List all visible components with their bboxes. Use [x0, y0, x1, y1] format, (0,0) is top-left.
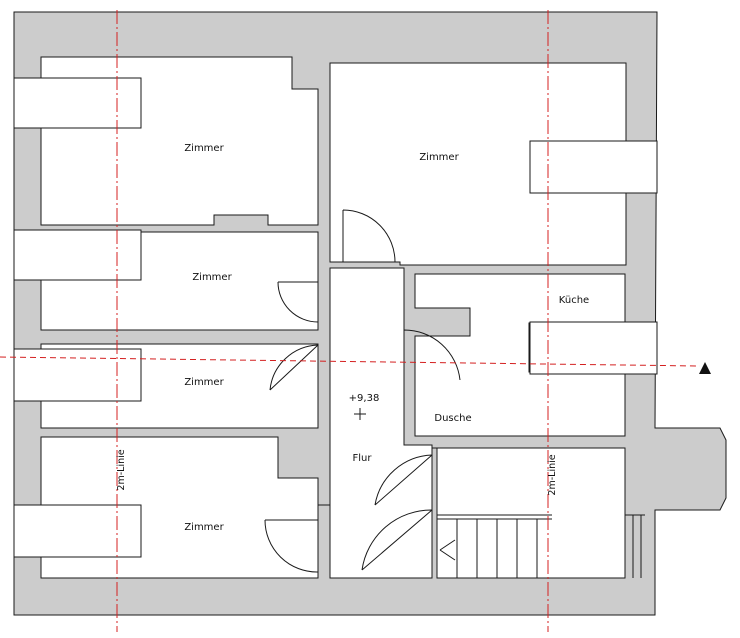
window-e1: [529, 140, 658, 194]
window-e2: [529, 321, 658, 375]
windows: [13, 77, 658, 558]
door-swing-6: [374, 454, 433, 506]
doors: [264, 209, 461, 573]
window-w4: [13, 504, 142, 558]
label-kueche: Küche: [559, 295, 589, 306]
label-flur: Flur: [353, 453, 373, 464]
label-elevation: +9,38: [349, 393, 380, 404]
window-w1: [13, 77, 142, 129]
room-zimmer-5-floor: [329, 62, 627, 266]
window-w2: [13, 229, 142, 281]
label-two-m-line-left: 2m-Linie: [116, 449, 127, 490]
section-marker-icon: [699, 362, 711, 374]
elevation-marker-icon: [354, 408, 366, 420]
room-floors: [40, 56, 627, 579]
label-zimmer-1: Zimmer: [184, 143, 224, 154]
window-w3: [13, 348, 142, 402]
room-flur-floor: [329, 267, 433, 579]
staircase: [437, 514, 645, 578]
room-stair-floor: [436, 447, 626, 579]
door-swing-7: [361, 509, 433, 571]
label-zimmer-4: Zimmer: [184, 522, 224, 533]
room-labels: Zimmer Zimmer Zimmer Zimmer Zimmer Küche…: [116, 143, 589, 533]
section-line: [0, 356, 701, 367]
label-zimmer-5: Zimmer: [419, 152, 459, 163]
door-swing-3: [269, 344, 319, 391]
door-swing-1: [342, 209, 396, 263]
interior-partitions: [318, 447, 437, 510]
door-swing-4: [403, 329, 461, 385]
label-two-m-line-right: 2m-Linie: [547, 454, 558, 495]
door-swing-2: [277, 281, 319, 323]
label-zimmer-2: Zimmer: [192, 272, 232, 283]
label-dusche: Dusche: [434, 413, 471, 424]
two-m-lines: [116, 10, 549, 632]
door-swing-5: [264, 519, 319, 573]
label-zimmer-3: Zimmer: [184, 377, 224, 388]
